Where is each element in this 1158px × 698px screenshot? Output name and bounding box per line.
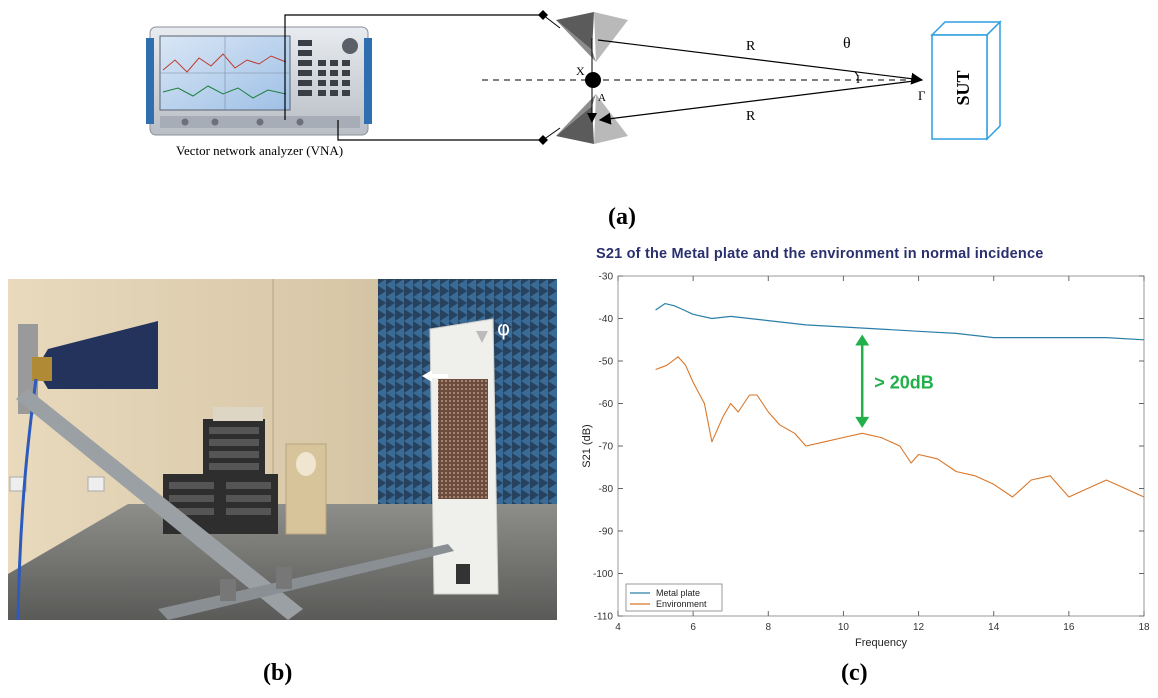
gamma-label: Γ <box>918 88 926 103</box>
y-tick-label: -100 <box>593 569 613 580</box>
y-tick-label: -60 <box>599 399 614 410</box>
sut-box <box>930 20 1002 141</box>
y-tick-label: -90 <box>599 527 614 538</box>
x-tick-label: 14 <box>988 622 1000 633</box>
sut-label: SUT <box>953 70 973 106</box>
legend-box <box>625 583 723 612</box>
legend-label: Environment <box>656 599 707 609</box>
panel-b-photo: φ <box>8 279 557 620</box>
y-tick-label: -80 <box>599 484 614 495</box>
x-tick-label: 18 <box>1138 622 1150 633</box>
measurement-schematic <box>146 10 1002 145</box>
series-line-metal-plate <box>655 302 1145 341</box>
panel-c-label: (c) <box>841 660 868 686</box>
cable-bottom <box>337 120 543 141</box>
panel-b-label: (b) <box>263 660 293 686</box>
panel-a-label: (a) <box>608 204 636 230</box>
measurement-setup-photo <box>8 279 557 620</box>
x-label: X <box>576 64 585 78</box>
y-tick-label: -70 <box>599 442 614 453</box>
gap-arrow-head-bottom <box>855 416 870 428</box>
plot-area <box>617 275 1145 617</box>
y-tick-label: -110 <box>594 612 614 623</box>
chart-title: S21 of the Metal plate and the environme… <box>596 246 1044 262</box>
i-label: I <box>856 72 860 86</box>
vna-device <box>146 26 372 136</box>
cable-top <box>284 14 543 120</box>
tx-horn-antenna <box>556 12 628 62</box>
x-tick-label: 16 <box>1063 622 1075 633</box>
y-tick-label: -40 <box>599 314 614 325</box>
series-line-environment <box>655 356 1145 498</box>
panel-a: Vector network analyzer (VNA) R R θ X A … <box>0 0 1158 230</box>
r-bottom-label: R <box>746 109 756 124</box>
x-axis-label: Frequency <box>855 637 907 649</box>
x-tick-label: 4 <box>615 622 621 633</box>
a-label: A <box>598 92 606 104</box>
legend-label: Metal plate <box>656 588 700 598</box>
phi-label: φ <box>497 316 511 340</box>
y-axis-label: S21 (dB) <box>581 424 593 467</box>
theta-label: θ <box>843 35 851 52</box>
vna-caption: Vector network analyzer (VNA) <box>176 143 344 158</box>
x-tick-label: 10 <box>838 622 850 633</box>
r-top-label: R <box>746 39 756 54</box>
x-tick-label: 12 <box>913 622 925 633</box>
s21-chart: 4 6 8 10 12 14 16 18 -110 -100 -90 -80 -70 -60 -50 -40 -… <box>581 272 1150 650</box>
y-tick-label: -50 <box>599 357 614 368</box>
x-tick-label: 6 <box>690 622 696 633</box>
gap-arrow-head-top <box>855 334 870 346</box>
rx-horn-antenna <box>556 94 628 144</box>
gap-annotation: > 20dB <box>874 372 934 392</box>
y-tick-label: -30 <box>599 272 614 283</box>
x-tick-label: 8 <box>766 622 772 633</box>
